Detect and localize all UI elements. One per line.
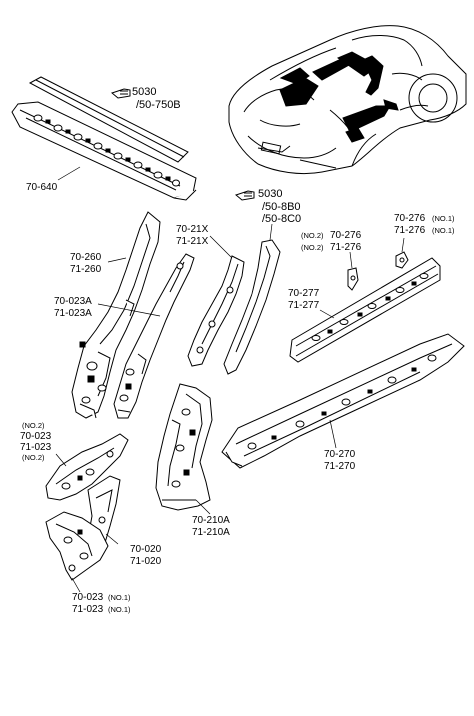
sill-inner-70-277 <box>289 257 441 363</box>
cowl-side-70-023-no2 <box>45 433 129 501</box>
part-label-71-260: 71-260 <box>70 264 102 275</box>
part-label-71-276-a: 71-276 <box>330 242 362 253</box>
leader-70-277 <box>319 309 335 319</box>
leader-70-270 <box>329 419 337 449</box>
part-label-70-277: 70-277 <box>288 288 320 299</box>
qualifier-no1-d: (NO.1) <box>108 605 131 614</box>
qualifier-no2-b: (NO.2) <box>301 243 324 252</box>
bracket-70-276-no1 <box>395 251 409 269</box>
qualifier-no2-d: (NO.2) <box>22 453 45 462</box>
part-label-70-210a: 70-210A <box>192 515 230 526</box>
part-label-70-260: 70-260 <box>70 252 102 263</box>
part-label-71-020: 71-020 <box>130 556 162 567</box>
pillar-reinforcement-70-21x <box>187 255 245 367</box>
part-label-70-21x: 70-21X <box>176 224 209 235</box>
leader-70-21x <box>209 235 233 259</box>
pillar-outer-70-260 <box>71 211 161 419</box>
leader-70-640 <box>57 166 81 181</box>
part-label-70-276-a: 70-276 <box>330 230 362 241</box>
leader-70-023a <box>97 303 161 317</box>
leader-70-020 <box>105 533 119 545</box>
callout-5030-b-sub1: /50-8B0 <box>262 201 301 213</box>
callout-5030-b-sub2: /50-8C0 <box>262 213 302 225</box>
callout-5030-a-code: 5030 <box>132 86 157 98</box>
leader-70-023-no1 <box>71 577 81 593</box>
qualifier-no2-c: (NO.2) <box>22 421 45 430</box>
part-label-70-020: 70-020 <box>130 544 162 555</box>
qualifier-no2-a: (NO.2) <box>301 231 324 240</box>
part-label-71-023a: 71-023A <box>54 308 92 319</box>
part-label-70-023: 70-023 <box>20 431 52 442</box>
b-pillar-70-210a <box>155 383 213 511</box>
part-label-71-276-b: 71-276 <box>394 225 426 236</box>
pillar-trim-5030 <box>223 239 281 375</box>
pillar-inner-70-023a <box>113 253 195 419</box>
part-label-71-023-b: 71-023 <box>72 604 104 615</box>
qualifier-no1-a: (NO.1) <box>432 214 455 223</box>
part-label-70-023a: 70-023A <box>54 296 92 307</box>
part-label-70-023-b: 70-023 <box>72 592 104 603</box>
car-highlighted-body-members <box>279 51 399 143</box>
part-label-71-023: 71-023 <box>20 442 52 453</box>
part-label-71-21x: 71-21X <box>176 236 209 247</box>
part-label-71-270: 71-270 <box>324 461 356 472</box>
hand-pointer-icon <box>110 88 131 99</box>
bracket-70-276-no2 <box>347 267 359 291</box>
cowl-side-70-023-no1 <box>45 511 109 581</box>
part-label-70-276-b: 70-276 <box>394 213 426 224</box>
windshield-header-panel <box>28 76 189 163</box>
sill-outer-70-270 <box>221 333 465 469</box>
qualifier-no1-c: (NO.1) <box>108 593 131 602</box>
leader-70-260 <box>107 257 127 263</box>
callout-5030-a-sub: /50-750B <box>136 99 181 111</box>
part-label-71-277: 71-277 <box>288 300 320 311</box>
leader-5030-b <box>269 223 273 241</box>
part-label-70-640: 70-640 <box>26 182 58 193</box>
part-label-71-210a: 71-210A <box>192 527 230 538</box>
qualifier-no1-b: (NO.1) <box>432 226 455 235</box>
leader-70-276-no2 <box>349 251 353 269</box>
leader-70-210a <box>195 499 211 515</box>
hand-pointer-icon-2 <box>234 190 255 201</box>
part-label-70-270: 70-270 <box>324 449 356 460</box>
leader-70-276-no1 <box>401 237 405 253</box>
leader-70-023-no2 <box>55 453 67 467</box>
callout-5030-b-code: 5030 <box>258 188 283 200</box>
header-frame-70-640 <box>11 101 197 201</box>
car-overview-illustration <box>228 25 467 175</box>
